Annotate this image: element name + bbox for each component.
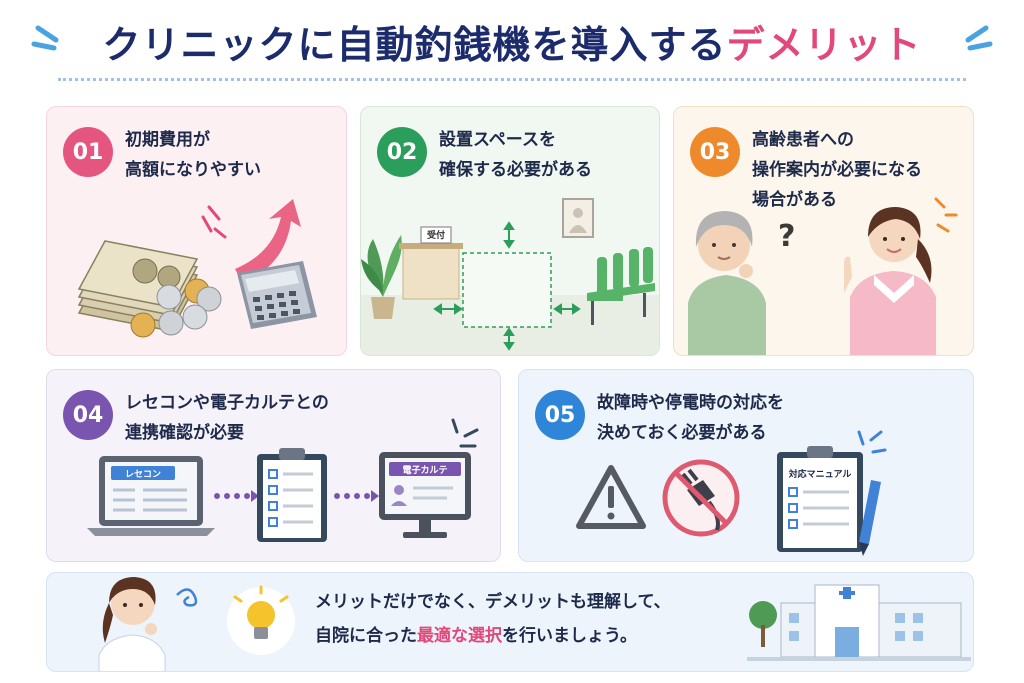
summary-text: メリットだけでなく、デメリットも理解して、 自院に合った最適な選択を行いましょう…	[315, 592, 671, 646]
spark-lines-icon	[857, 430, 887, 454]
card-text: 初期費用が 高額になりやすい	[125, 130, 261, 180]
card-number: 02	[377, 127, 427, 177]
card-text: 設置スペースを 確保する必要がある	[439, 130, 592, 180]
empty-space-frame	[462, 252, 552, 328]
left-spark-icon	[31, 25, 59, 51]
lightbulb-icon	[227, 585, 295, 655]
card-elderly-support: 03 高齢患者への 操作案内が必要になる 場合がある ?	[673, 106, 974, 356]
desktop-monitor-icon	[379, 452, 471, 538]
title-divider	[58, 78, 966, 81]
reception-desk-icon	[399, 226, 463, 300]
manual-clipboard-icon	[777, 446, 863, 552]
card-text: 高齢患者への 操作案内が必要になる 場合がある	[752, 130, 922, 210]
highlight-optimal: 最適な	[417, 626, 468, 646]
desk-sign-label: 受付	[426, 231, 445, 241]
monitor-screen-label: 電子カルテ	[402, 466, 448, 476]
right-spark-icon	[965, 25, 993, 51]
picture-frame-icon	[562, 198, 594, 238]
clinic-staff-icon	[844, 207, 936, 355]
money-calculator-illustration	[77, 199, 317, 338]
page-title: クリニックに自動釣銭機を導入するデメリット	[0, 14, 1024, 69]
summary-card: メリットだけでなく、デメリットも理解して、 自院に合った最適な選択を行いましょう…	[46, 572, 974, 672]
card-install-space: 02 設置スペースを 確保する必要がある	[360, 106, 660, 356]
title-accent: デメリット	[726, 23, 922, 67]
failure-manual-illustration	[576, 430, 887, 556]
room-layout-illustration	[361, 198, 659, 355]
dotted-connector-icon	[214, 490, 379, 502]
thinking-staff-icon	[98, 577, 166, 671]
spark-lines-icon	[451, 418, 479, 448]
highlight-choice: 選択	[468, 626, 502, 646]
plant-icon	[361, 235, 402, 319]
warning-triangle-icon	[576, 465, 646, 529]
summary-illustration	[98, 577, 971, 671]
thought-swirl-icon	[176, 588, 198, 607]
question-mark-icon: ?	[778, 219, 796, 254]
laptop-icon	[87, 456, 215, 536]
system-link-illustration	[87, 418, 479, 542]
elderly-staff-illustration	[688, 197, 958, 355]
checklist-clipboard-icon	[257, 448, 327, 542]
card-text: 故障時や停電時の対応を 決めておく必要がある	[597, 393, 784, 443]
calculator-icon	[237, 261, 317, 329]
card-number: 05	[535, 390, 585, 440]
arrow-icons	[433, 221, 581, 351]
card-number: 01	[63, 127, 113, 177]
waiting-chairs-icon	[587, 247, 655, 325]
spark-lines-icon	[201, 205, 227, 239]
no-power-icon	[662, 459, 740, 537]
title-main: クリニックに自動釣銭機を導入する	[102, 23, 727, 67]
card-initial-cost: 01 初期費用が 高額になりやすい	[46, 106, 347, 356]
card-number: 03	[690, 127, 740, 177]
card-system-integration: 04 レセコンや電子カルテとの 連携確認が必要	[46, 369, 501, 562]
manual-title-label: 対応マニュアル	[788, 470, 852, 480]
pen-icon	[859, 480, 881, 556]
card-text: レセコンや電子カルテとの 連携確認が必要	[125, 393, 329, 443]
coin-icons	[130, 278, 222, 338]
clinic-building-icon	[747, 584, 971, 661]
elderly-patient-icon	[688, 211, 766, 355]
spark-lines-icon	[934, 197, 958, 233]
card-failure-response: 05 故障時や停電時の対応を 決めておく必要がある	[518, 369, 974, 562]
laptop-screen-label: レセコン	[124, 470, 161, 480]
trend-arrow-icon	[235, 199, 301, 283]
card-number: 04	[63, 390, 113, 440]
